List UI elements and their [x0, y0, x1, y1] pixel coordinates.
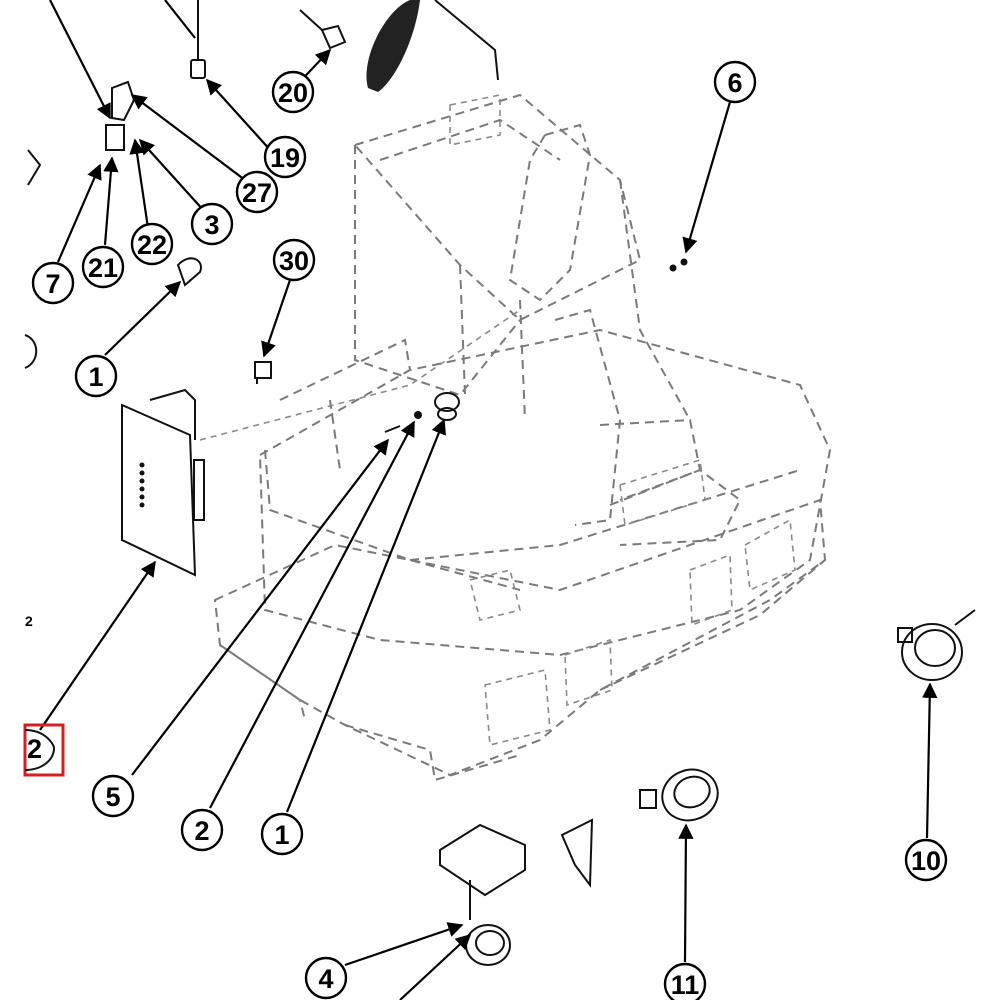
svg-text:2: 2: [194, 816, 209, 846]
part-20-fastener: [299, 9, 347, 50]
svg-text:30: 30: [279, 246, 309, 276]
svg-text:19: 19: [270, 143, 300, 173]
highlighted-callout-2[interactable]: 2: [23, 723, 65, 777]
part-5-screw: [384, 425, 401, 433]
callout-27: 27: [235, 170, 279, 214]
highlighted-callout-text: 2: [27, 734, 42, 764]
callout-10: 10: [904, 838, 948, 882]
part-19-sensor: [190, 0, 206, 79]
seat-fragment: [366, 0, 499, 92]
edge-label-2: 2: [25, 613, 33, 629]
leader-lines: [39, 0, 938, 1000]
svg-text:5: 5: [105, 782, 120, 812]
part-10-lamp: [897, 609, 976, 681]
callout-21: 21: [81, 245, 125, 289]
callout-1-bottom: 1: [260, 812, 304, 856]
svg-text:1: 1: [274, 820, 289, 850]
callout-5: 5: [91, 774, 135, 818]
svg-text:21: 21: [88, 253, 118, 283]
svg-text:22: 22: [137, 230, 167, 260]
svg-text:10: 10: [911, 846, 941, 876]
part-6-bolt: [669, 258, 688, 272]
part-2-washer: [414, 411, 422, 419]
svg-text:1: 1: [88, 362, 103, 392]
callout-2: 2: [180, 808, 224, 852]
callout-11: 11: [663, 962, 707, 1000]
highlight-box: [23, 723, 65, 777]
machine-frame-outline: [199, 93, 832, 782]
svg-text:4: 4: [318, 964, 333, 994]
callout-4: 4: [304, 956, 348, 1000]
svg-text:7: 7: [45, 269, 60, 299]
circuit-board: [121, 388, 205, 577]
part-1-bushing: [434, 392, 460, 421]
part-11-lamp: [560, 768, 719, 888]
svg-text:20: 20: [278, 78, 308, 108]
svg-text:11: 11: [671, 970, 700, 1000]
callout-22: 22: [130, 222, 174, 266]
partial-callout-left-edge: [24, 334, 38, 369]
part-7-switch: [27, 149, 42, 186]
svg-text:3: 3: [204, 210, 219, 240]
part-4-horn: [439, 823, 526, 966]
callout-30: 30: [272, 238, 316, 282]
callout-7: 7: [31, 261, 75, 305]
callout-19: 19: [263, 135, 307, 179]
svg-text:6: 6: [727, 68, 742, 98]
part-1-clamp: [176, 257, 202, 287]
callout-3: 3: [190, 202, 234, 246]
callout-6: 6: [713, 60, 757, 104]
callout-1-top: 1: [74, 354, 118, 398]
part-27-fitting: [105, 80, 136, 151]
callout-20: 20: [271, 70, 315, 114]
part-30-relay: [254, 361, 272, 384]
svg-text:27: 27: [242, 178, 272, 208]
